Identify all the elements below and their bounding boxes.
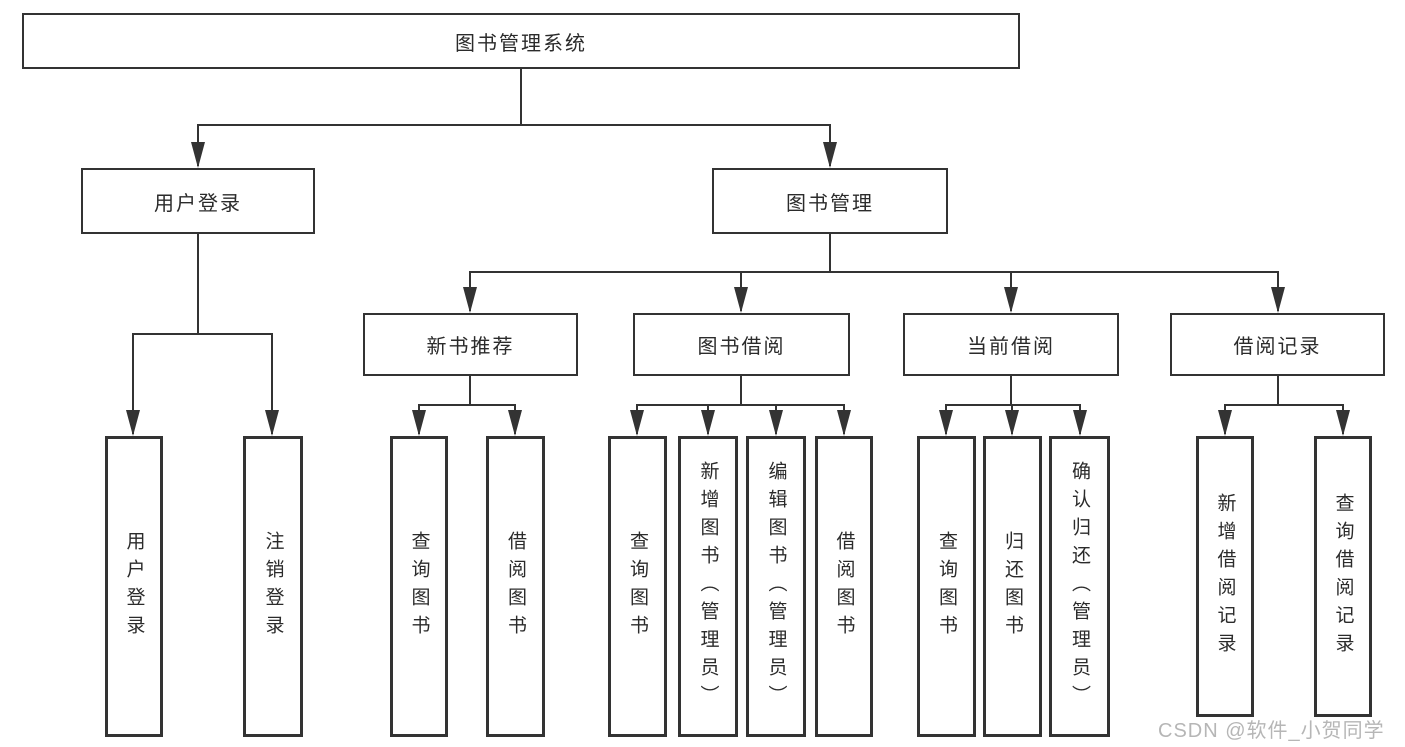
leaf-add-books-admin: 新增图书（管理员） [678,436,738,737]
leaf-logout: 注销登录 [243,436,303,737]
leaf-query-books: 查询图书 [390,436,448,737]
leaf-label: 注销登录 [262,530,284,643]
leaf-label: 查询图书 [936,530,957,643]
node-label: 借阅记录 [1233,336,1322,358]
leaf-confirm-return-admin: 确认归还（管理员） [1049,436,1110,737]
leaf-label: 查询图书 [408,530,430,643]
node-borrowing-records: 借阅记录 [1170,313,1385,376]
leaf-label: 编辑图书（管理员） [765,460,787,713]
leaf-label: 借阅图书 [833,530,855,643]
node-book-management: 图书管理 [712,168,948,234]
node-label: 图书管理系统 [455,32,587,55]
node-book-borrowing: 图书借阅 [633,313,850,376]
leaf-label: 归还图书 [1002,530,1023,643]
leaf-borrow-books: 借阅图书 [815,436,873,737]
leaf-edit-books-admin: 编辑图书（管理员） [746,436,806,737]
node-label: 用户登录 [154,192,242,215]
arrowhead-icons [126,142,1350,436]
node-new-book-recommendation: 新书推荐 [363,313,578,376]
node-label: 图书管理 [786,192,874,215]
leaf-label: 查询图书 [627,530,648,643]
node-library-management-system: 图书管理系统 [22,13,1020,69]
leaf-user-login: 用户登录 [105,436,163,737]
node-label: 新书推荐 [426,336,515,358]
leaf-query-books: 查询图书 [917,436,976,737]
node-label: 当前借阅 [967,336,1055,358]
leaf-label: 新增借阅记录 [1214,492,1236,661]
leaf-query-books: 查询图书 [608,436,667,737]
leaf-borrow-books: 借阅图书 [486,436,545,737]
leaf-query-borrow-record: 查询借阅记录 [1314,436,1372,717]
watermark: CSDN @软件_小贺同学 [1158,720,1385,742]
node-current-borrowing: 当前借阅 [903,313,1119,376]
leaf-label: 查询借阅记录 [1332,492,1354,661]
leaf-add-borrow-record: 新增借阅记录 [1196,436,1254,717]
edge-lines [132,69,1344,434]
node-label: 图书借阅 [697,336,786,358]
leaf-label: 新增图书（管理员） [697,460,719,713]
leaf-return-books: 归还图书 [983,436,1042,737]
leaf-label: 借阅图书 [505,530,526,643]
node-user-login: 用户登录 [81,168,315,234]
leaf-label: 确认归还（管理员） [1069,460,1090,713]
leaf-label: 用户登录 [123,530,145,643]
